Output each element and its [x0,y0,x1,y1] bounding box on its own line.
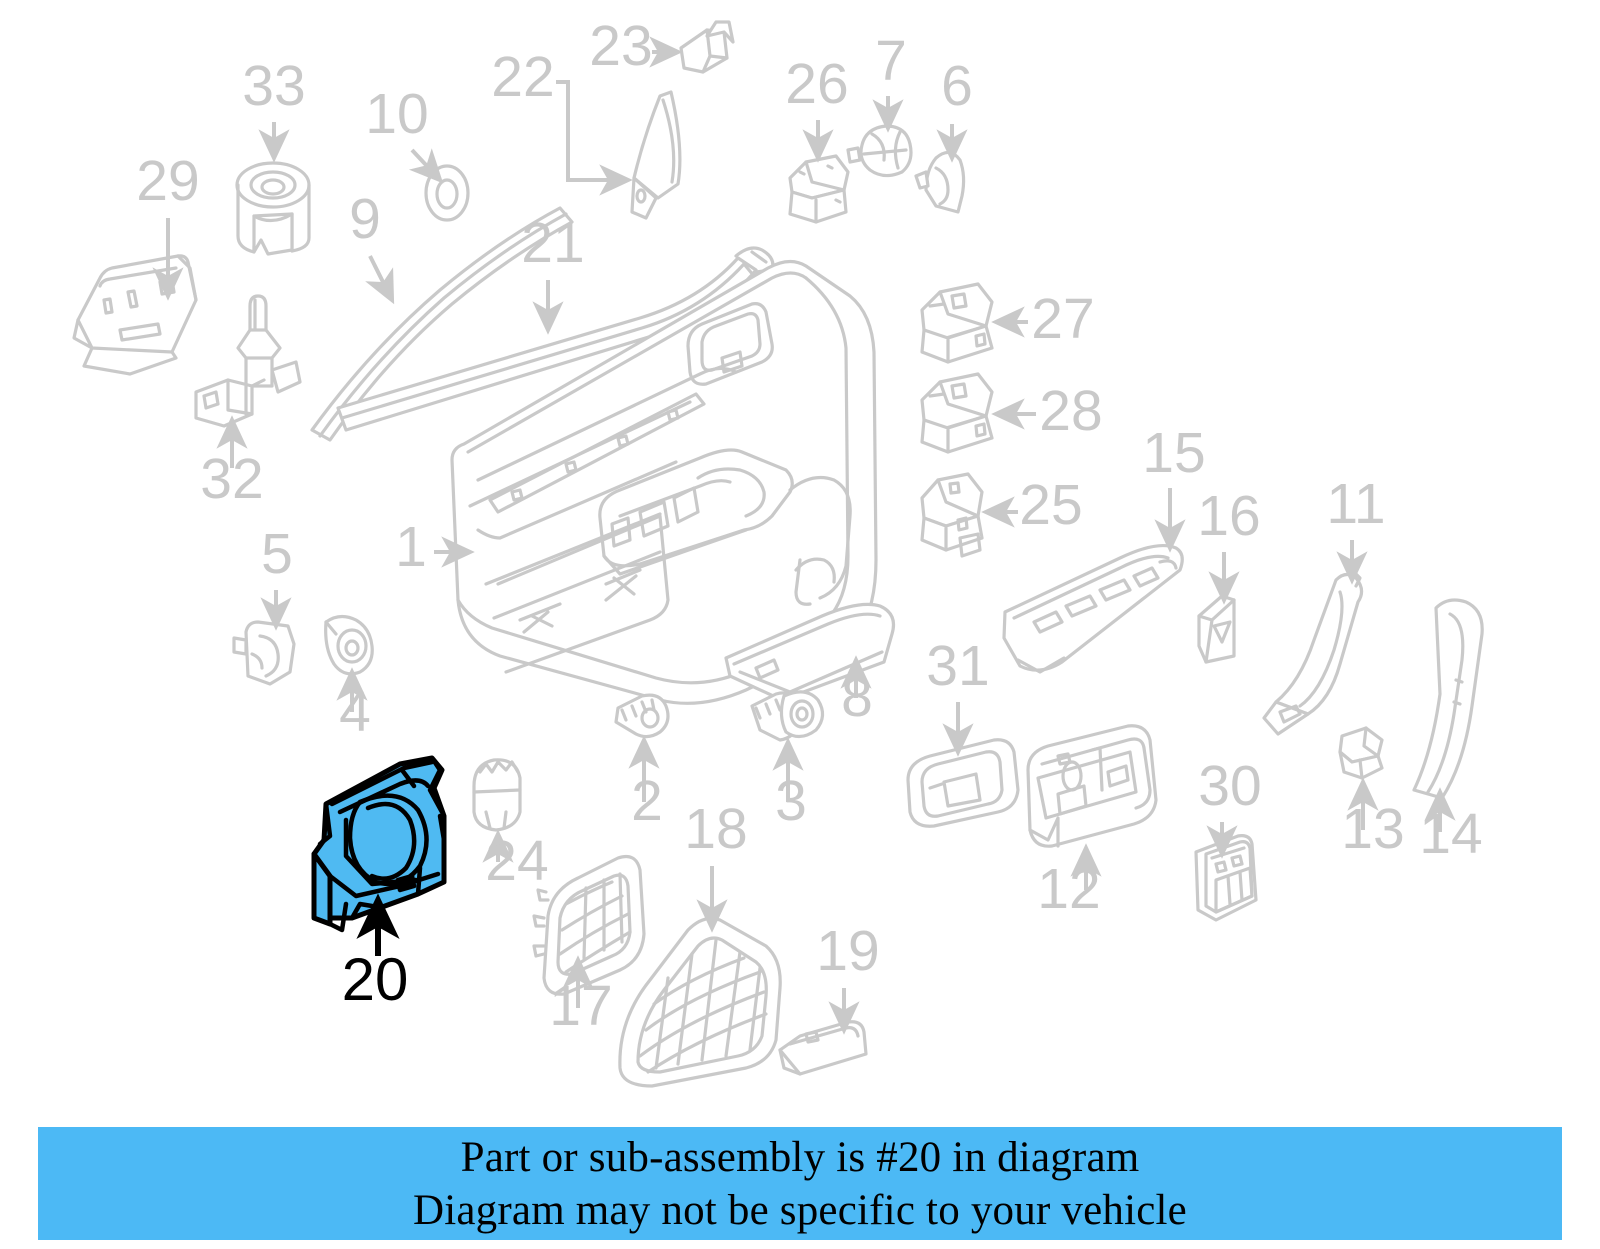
callout-3: 3 [775,769,807,833]
callout-6: 6 [941,54,973,118]
callout-24: 24 [485,829,548,893]
part-30-switch-module [1194,834,1258,922]
part-22-clip-blade [630,90,682,220]
callout-5: 5 [261,522,293,586]
callout-12: 12 [1037,857,1100,921]
callout-10: 10 [365,82,428,146]
part-11-pull-handle-trim [1262,570,1364,736]
callout-28: 28 [1039,379,1102,443]
callout-8: 8 [841,665,873,729]
part-15-master-switch-panel [1002,544,1184,674]
callout-23: 23 [589,14,652,78]
part-16-switch-cap [1197,594,1236,664]
callout-leaders [152,36,1456,1035]
callout-32: 32 [200,447,263,511]
part-28-window-switch-double [920,372,994,454]
callout-numbers: 29 33 10 9 22 23 21 26 7 6 27 28 25 15 1… [136,14,1482,1038]
banner-line-2: Diagram may not be specific to your vehi… [413,1186,1187,1234]
callout-22: 22 [491,45,554,109]
part-31-inner-handle-bezel [906,738,1020,828]
part-25-window-switch-single [920,472,984,558]
part-6-tweeter-bracket [914,150,966,214]
callout-14: 14 [1419,802,1482,866]
callout-11: 11 [1326,472,1385,536]
callout-13: 13 [1341,797,1404,861]
callout-21: 21 [521,211,584,275]
callout-17: 17 [549,974,612,1038]
part-9-upper-trim-strip [310,206,574,442]
callout-15: 15 [1142,421,1205,485]
part-29-window-switch [72,254,198,376]
callout-20-highlighted: 20 [342,946,409,1013]
part-5-latch-cable-clip [232,620,296,686]
callout-26: 26 [785,52,848,116]
part-19-trim-strip-small [778,1020,868,1076]
callout-18: 18 [684,797,747,861]
callout-1: 1 [395,515,427,579]
part-33-lock-sleeve [235,161,311,256]
part-2-screw [614,693,670,739]
callout-27: 27 [1031,287,1094,351]
part-26-mirror-switch [788,154,850,224]
diagram-note-banner: Part or sub-assembly is #20 in diagram D… [38,1127,1562,1240]
part-18-speaker-grille-large [618,916,782,1088]
callout-31: 31 [926,634,989,698]
banner-line-1: Part or sub-assembly is #20 in diagram [460,1133,1140,1181]
callout-19: 19 [816,919,879,983]
callout-29: 29 [136,149,199,213]
part-12-switch-housing-frame [1026,724,1158,848]
callout-9: 9 [349,187,381,251]
part-23-retainer-clip [679,20,735,74]
part-4-push-pin [324,614,374,676]
part-1-door-trim-panel [450,259,878,705]
callout-33: 33 [242,54,305,118]
part-3-bolt-washer [750,690,825,742]
callout-16: 16 [1197,484,1260,548]
callout-25: 25 [1019,473,1082,537]
part-7-tweeter [846,124,913,178]
callout-7: 7 [875,29,907,93]
callout-30: 30 [1198,754,1261,818]
part-27-window-switch-double [920,282,994,364]
part-13-cover-cap [1338,726,1384,780]
part-24-speaker-grommet [472,758,522,832]
part-14-pull-handle-trim-strip [1412,598,1484,800]
callout-2: 2 [631,769,663,833]
part-32-lock-pin-connector [194,294,302,428]
part-20-speaker-housing-bracket-highlight [311,755,447,933]
callout-4: 4 [339,680,371,744]
